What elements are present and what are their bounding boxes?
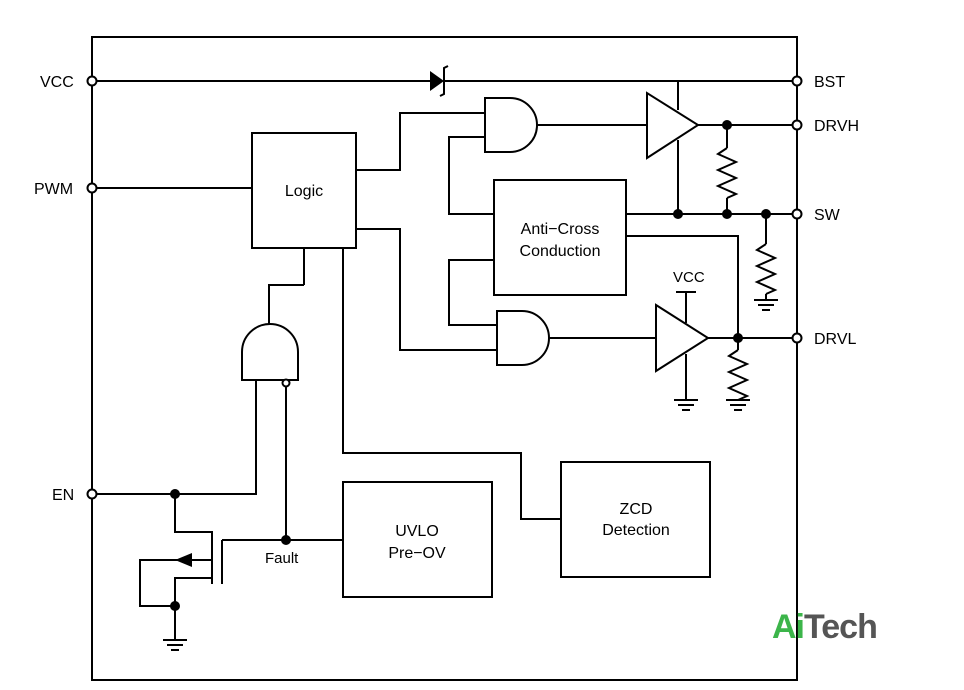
uvlo-label-line2: Pre−OV [388, 545, 446, 562]
pin-label-sw: SW [814, 207, 841, 224]
enable-and-gate [241, 323, 299, 381]
anti-cross-conduction-block [493, 179, 627, 296]
low-side-driver [655, 303, 710, 373]
ic-outline [91, 36, 798, 681]
junction-dot [722, 209, 732, 219]
pin-pwm [86, 182, 98, 194]
junction-dot [281, 535, 291, 545]
pin-label-pwm: PWM [34, 181, 73, 198]
junction-dot [722, 120, 732, 130]
zcd-label-line1: ZCD [620, 501, 653, 518]
pin-label-bst: BST [814, 74, 845, 91]
watermark-part2: Tech [804, 608, 878, 646]
pin-label-drvh: DRVH [814, 118, 859, 135]
pin-label-drvl: DRVL [814, 331, 856, 348]
pin-bst [791, 75, 803, 87]
junction-dot [170, 601, 180, 611]
and-gate-high [484, 97, 538, 153]
uvlo-pre-ov-block [342, 481, 493, 598]
pin-drvl [791, 332, 803, 344]
pin-sw [791, 208, 803, 220]
junction-dot [761, 209, 771, 219]
junction-dot [733, 333, 743, 343]
zcd-label-line2: Detection [602, 522, 670, 539]
vcc-supply-label: VCC [673, 269, 705, 286]
zcd-detection-block [560, 461, 711, 578]
pin-label-vcc: VCC [40, 74, 74, 91]
en-pulldown-mosfet [139, 494, 223, 640]
pin-label-en: EN [52, 487, 74, 504]
ground-symbol [726, 399, 750, 411]
ground-symbol [754, 299, 778, 311]
anticross-label-line2: Conduction [520, 243, 601, 260]
logic-block [251, 132, 357, 249]
watermark-part1: Ai [772, 608, 805, 646]
logic-label: Logic [285, 183, 323, 200]
pin-drvh [791, 119, 803, 131]
fault-label: Fault [265, 550, 299, 567]
pin-vcc [86, 75, 98, 87]
high-side-driver [646, 91, 700, 160]
bootstrap-diode [92, 65, 797, 97]
and-gate-low [496, 310, 550, 366]
junction-dot [170, 489, 180, 499]
ground-symbol [163, 639, 187, 651]
aitech-watermark-logo: AiTech [772, 608, 878, 647]
anticross-label-line1: Anti−Cross [521, 221, 600, 238]
pin-en [86, 488, 98, 500]
ground-symbol [674, 399, 698, 411]
junction-dot [673, 209, 683, 219]
uvlo-label-line1: UVLO [395, 523, 439, 540]
